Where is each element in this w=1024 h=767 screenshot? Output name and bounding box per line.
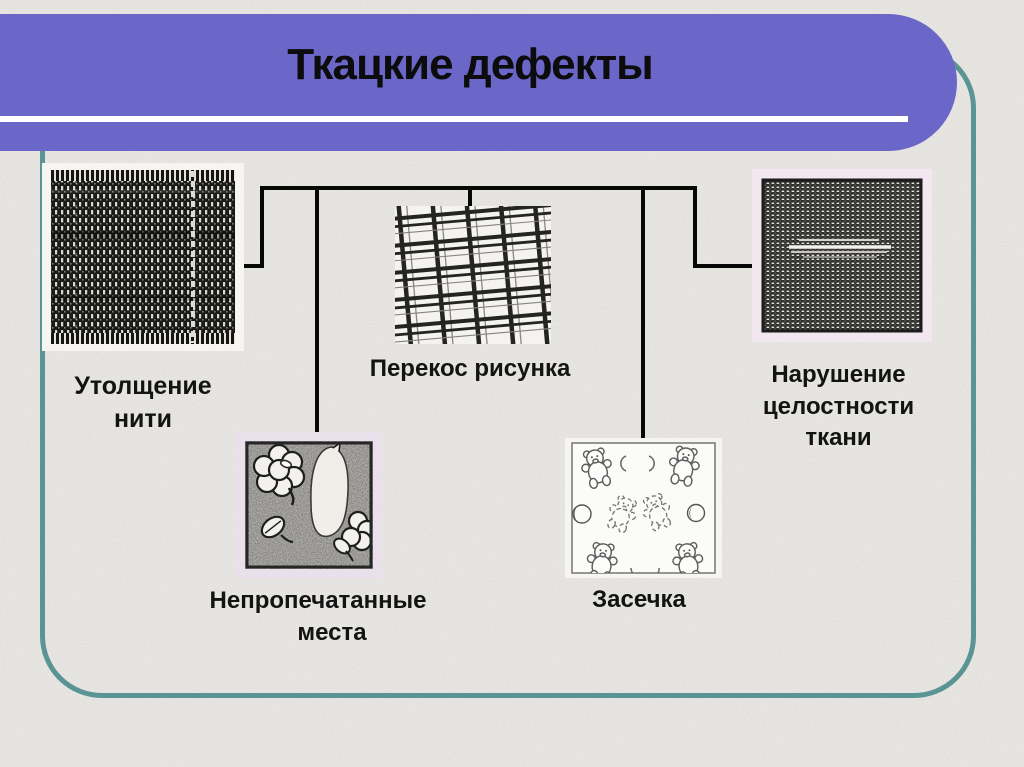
page-title: Ткацкие дефекты [287,40,653,89]
fabric-sample-notch-image [565,438,722,578]
label-line: ткани [805,424,872,452]
connector-right-vertical [693,186,697,268]
label-thread-thickening: Утолщение нити [48,370,238,436]
connector-to-notch-sample [641,186,645,438]
fabric-sample-integrity-damage-image [752,169,932,342]
label-fabric-integrity: Нарушение целостности ткани [736,359,941,454]
connector-to-integrity-sample [693,264,755,268]
label-line: Непропечатанные [209,587,427,614]
fabric-sample-thread-thickening-image [42,163,244,351]
connector-main-horizontal [260,186,697,190]
fabric-sample-unprinted-spots-image [236,432,382,578]
connector-to-unprinted-sample [315,186,319,432]
label-line: нити [113,405,173,433]
label-notch: Засечка [573,584,705,616]
label-line: целостности [762,392,915,420]
label-line: места [297,618,367,646]
label-line: Нарушение [771,361,906,388]
label-pattern-skew: Перекос рисунка [356,353,584,385]
title-underline [0,116,908,122]
label-line: Засечка [592,586,686,613]
label-unprinted-spots: Непропечатанные места [203,585,433,648]
connector-left-vertical [260,186,264,268]
fabric-sample-pattern-skew-image [395,206,551,344]
label-line: Перекос рисунка [369,355,571,382]
label-line: Утолщение [74,372,212,400]
